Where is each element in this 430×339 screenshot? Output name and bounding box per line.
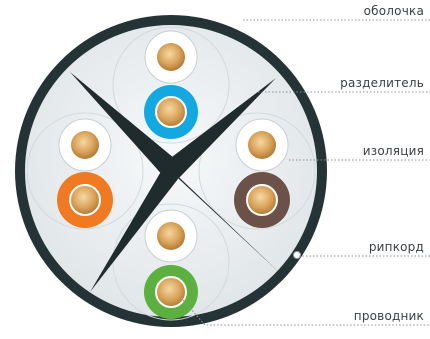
pair-outline-top — [112, 26, 230, 144]
label-separator: разделитель — [340, 76, 424, 90]
wire-right-white-conductor — [248, 131, 276, 159]
wire-right-brown-conductor — [246, 184, 278, 216]
wire-top-white-conductor — [157, 43, 185, 71]
wire-bottom-white-conductor — [157, 222, 185, 250]
leader-conductor — [182, 299, 430, 326]
label-insulation: изоляция — [362, 144, 424, 158]
wire-left-white-conductor — [71, 131, 99, 159]
label-ripcord: рипкорд — [368, 240, 424, 254]
label-conductor: проводник — [353, 309, 424, 323]
pair-outline-left — [26, 112, 144, 230]
cross-separator — [70, 72, 282, 292]
wire-left-orange-conductor — [69, 184, 101, 216]
wire-top-blue-conductor — [155, 96, 187, 128]
ripcord — [293, 251, 301, 259]
wire-bottom-green-conductor — [155, 276, 187, 308]
label-jacket: оболочка — [363, 4, 424, 18]
pair-outline-right — [198, 112, 316, 230]
